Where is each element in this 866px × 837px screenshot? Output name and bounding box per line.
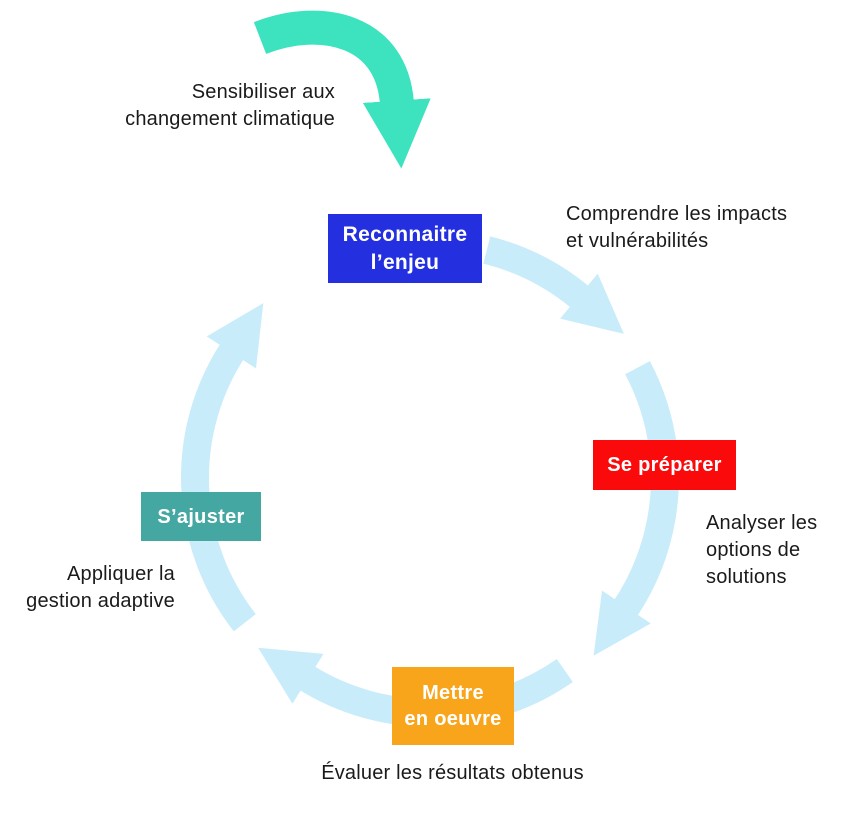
cycle-arrow-left-icon [181,303,264,632]
cycle-arrow-right-icon [593,361,679,656]
annotation-appliquer-gestion: Appliquer la gestion adaptive [26,563,175,612]
annotation-comprendre-impacts: Comprendre les impacts et vulnérabilités [566,203,788,252]
cycle-arrow-top-right-icon [483,236,624,334]
step-reconnaitre-enjeu: Reconnaitre l’enjeu [328,214,482,283]
entry-label: Sensibiliser aux changement climatique [125,81,335,130]
annotation-analyser-options: Analyser les options de solutions [706,512,818,588]
step-mettre-en-oeuvre: Mettre en oeuvre [392,667,514,745]
step-s-ajuster: S’ajuster [141,492,261,541]
annotation-evaluer-resultats: Évaluer les résultats obtenus [321,762,584,784]
entry-arrow [253,10,431,169]
step-se-preparer: Se préparer [593,440,736,490]
